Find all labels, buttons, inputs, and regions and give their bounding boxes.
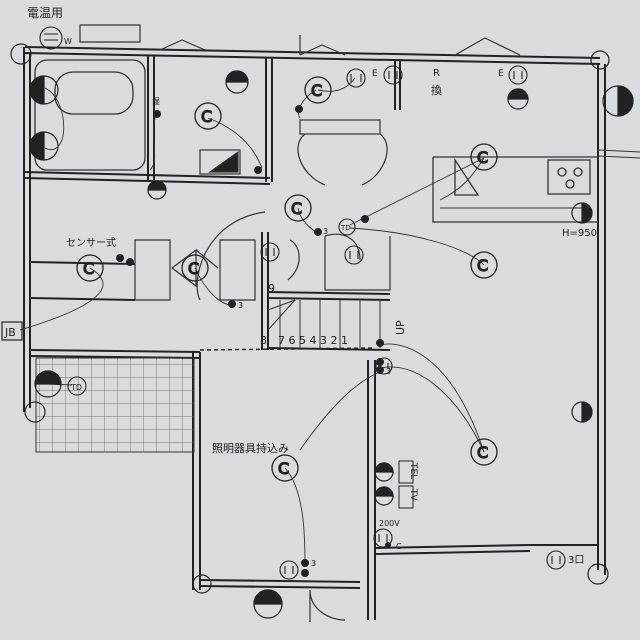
outlet — [383, 65, 403, 85]
bottom-door — [309, 589, 346, 622]
jb-label: JB — [4, 326, 16, 339]
bathtub — [34, 59, 146, 171]
tel-label: TEL — [408, 462, 418, 479]
light-mark: C — [477, 148, 488, 167]
wall-light — [225, 70, 249, 94]
up-label: UP — [394, 320, 407, 335]
wall-light — [571, 202, 593, 224]
wall-light — [253, 589, 283, 619]
r-label: R — [433, 68, 440, 79]
outlet — [508, 65, 528, 85]
ceiling-light-sensor: C — [76, 254, 104, 282]
ceiling-lights: C C C C C C C C C — [76, 76, 498, 482]
light-mark: C — [201, 107, 212, 126]
wall-light — [29, 75, 59, 105]
outlet — [260, 242, 280, 262]
tiled-deck — [35, 357, 195, 453]
outlet — [39, 26, 63, 50]
wall-light — [374, 486, 394, 506]
light-mark: C — [291, 199, 302, 218]
wall-light — [602, 85, 634, 117]
light-mark: C — [188, 259, 199, 278]
td-label-1: TD — [340, 224, 351, 232]
ventilation-label: 換 — [431, 84, 442, 97]
ceiling-light-kitchen: C — [470, 143, 498, 171]
sensor-label: センサー式 — [66, 236, 116, 249]
wall-lights — [29, 70, 634, 619]
ceiling-light-room: C — [271, 454, 299, 482]
ceiling-light-dining: C — [470, 251, 498, 279]
light-mark: C — [477, 443, 488, 462]
doors — [134, 211, 391, 301]
light-mark: C — [278, 459, 289, 478]
tv-label: TV — [408, 488, 418, 501]
height-label: H=950 — [562, 228, 597, 239]
outlet — [279, 560, 299, 580]
outlets — [39, 26, 566, 580]
wall-light — [571, 401, 593, 423]
three-label-1: 3 — [238, 301, 243, 310]
junction-circles — [10, 43, 610, 594]
e-label-2: E — [498, 69, 504, 79]
outlet — [373, 528, 393, 548]
lighting-brought-in-label: 照明器具持込み — [212, 441, 289, 455]
stair-9-label: 9 — [268, 282, 275, 295]
three-outlets-label: 3口 — [568, 555, 584, 566]
text-labels: 電温用 W 湿 E E R 換 H=950 センサー式 TD TD JB 9 8… — [4, 6, 597, 568]
wall-light — [34, 370, 62, 398]
v200-label: 200V — [379, 519, 400, 528]
three-label-3: 3 — [311, 559, 316, 568]
wall-light — [147, 180, 167, 200]
e-label-1: E — [372, 69, 378, 79]
toilet-room-fixtures — [199, 119, 388, 186]
light-mark: C — [83, 259, 94, 278]
tel-box — [398, 460, 414, 484]
c-outlet-label: C — [396, 542, 402, 551]
roof-marks — [79, 24, 521, 56]
ceiling-light-hall: C — [284, 194, 312, 222]
switches — [116, 105, 391, 577]
wall-light — [507, 88, 529, 110]
junction-box — [1, 321, 23, 341]
w-label: W — [64, 37, 72, 46]
stair-8-label: 8 — [260, 334, 267, 347]
outlet — [546, 550, 566, 570]
light-mark: C — [477, 256, 488, 275]
wall-ticks — [597, 149, 640, 159]
light-mark: C — [311, 81, 322, 100]
td-symbols — [67, 218, 356, 396]
ceiling-light-toilet: C — [304, 76, 332, 104]
outlet — [344, 245, 364, 265]
td-label-2: TD — [70, 383, 82, 392]
ceiling-light-bath: C — [194, 102, 222, 130]
walls — [23, 46, 606, 620]
wiring — [19, 77, 590, 566]
stair-numbers-label: 7 6 5 4 3 2 1 — [278, 334, 348, 347]
wall-light — [29, 131, 59, 161]
ceiling-light-entry: C — [181, 254, 209, 282]
three-label-2: 3 — [386, 367, 391, 376]
ceiling-light-living: C — [470, 438, 498, 466]
three-label-4: 3 — [323, 227, 328, 236]
kitchen-counter — [432, 156, 598, 223]
denon-label: 電温用 — [27, 6, 63, 20]
stairs — [267, 299, 381, 348]
tv-box — [398, 485, 414, 509]
outlet — [346, 68, 366, 88]
wet-label: 湿 — [152, 97, 160, 106]
wall-light — [374, 462, 394, 482]
